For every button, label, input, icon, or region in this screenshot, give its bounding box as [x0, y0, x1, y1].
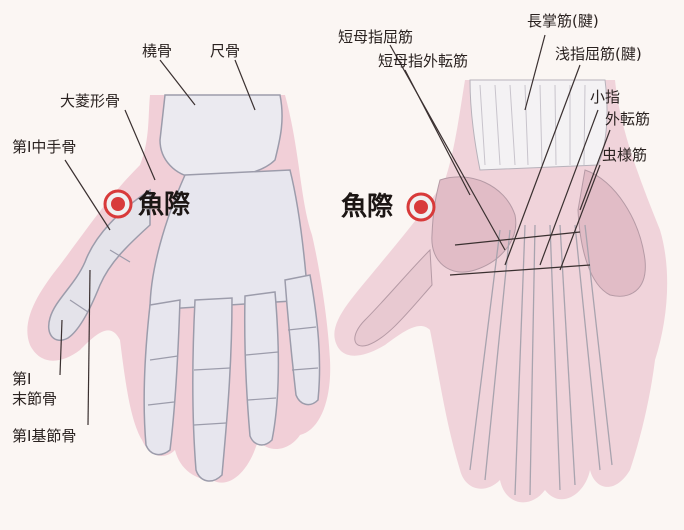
- left-ring-finger-bones: [245, 292, 279, 445]
- label-abductor-digiti-minimi-line1: 小指: [590, 88, 620, 106]
- label-flexor-digitorum-superficialis: 浅指屈筋(腱): [555, 45, 642, 63]
- label-palmaris-longus: 長掌筋(腱): [527, 12, 599, 30]
- label-lumbricals: 虫様筋: [602, 146, 647, 164]
- label-distal-phalanx-line1: 第Ⅰ: [12, 370, 31, 388]
- left-carpal-bones: [160, 95, 282, 178]
- left-acupoint-marker: [105, 191, 131, 217]
- label-ulna: 尺骨: [210, 42, 240, 60]
- right-acupoint-marker: [408, 194, 434, 220]
- label-first-metacarpal: 第Ⅰ中手骨: [12, 138, 76, 156]
- label-distal-phalanx-line2: 末節骨: [12, 390, 57, 408]
- left-acupoint-label: 魚際: [138, 190, 190, 220]
- label-flexor-pollicis-brevis: 短母指屈筋: [338, 28, 413, 46]
- label-proximal-phalanx: 第Ⅰ基節骨: [12, 427, 76, 445]
- right-hand-illustration: [334, 80, 667, 502]
- label-trapezium: 大菱形骨: [60, 92, 120, 110]
- right-acupoint-label: 魚際: [341, 192, 393, 222]
- label-abductor-digiti-minimi-line2: 外転筋: [605, 110, 650, 128]
- label-radius: 橈骨: [142, 42, 172, 60]
- label-abductor-pollicis-brevis: 短母指外転筋: [378, 52, 468, 70]
- right-tendons-forearm: [470, 80, 607, 170]
